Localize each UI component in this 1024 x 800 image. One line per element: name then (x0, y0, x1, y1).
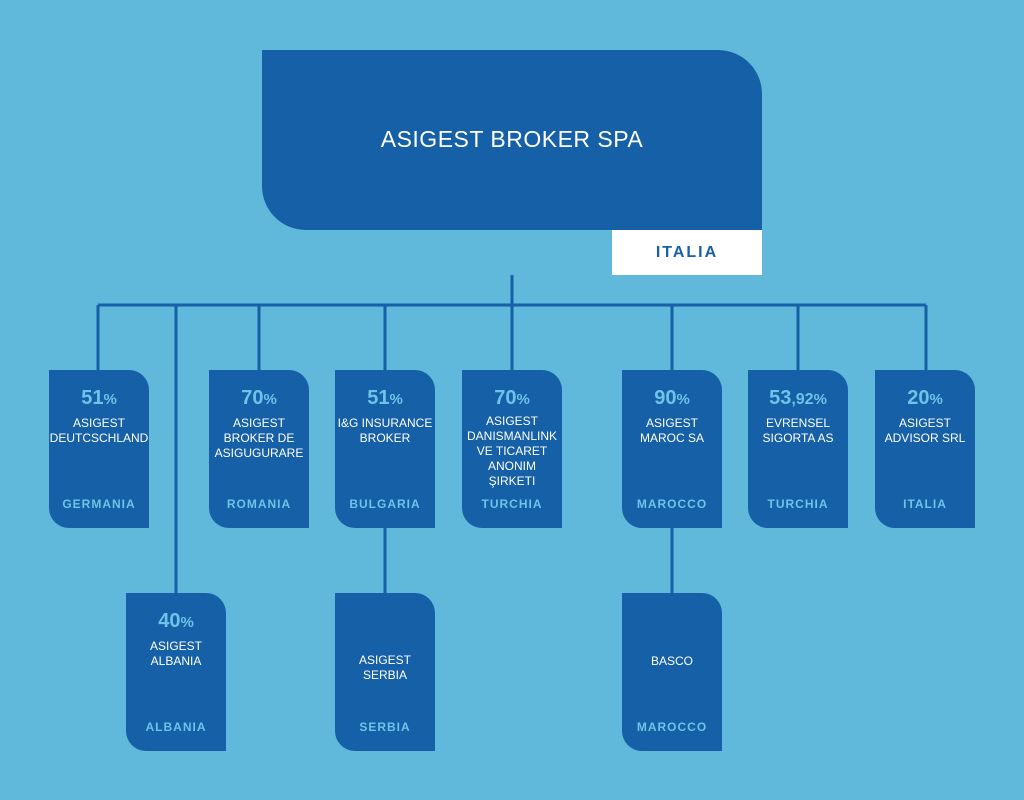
node-country: ROMANIA (226, 497, 292, 511)
node-country: TURCHIA (481, 497, 543, 511)
node-percent: 53,92% (769, 387, 827, 409)
node-name: BASCO (650, 654, 693, 668)
node-percent: 51% (367, 387, 403, 409)
node-country: GERMANIA (62, 497, 136, 511)
node-country: MAROCCO (636, 497, 708, 511)
root-node: ASIGEST BROKER SPA (262, 50, 762, 230)
root-country-label: ITALIA (612, 230, 762, 275)
node-percent: 70% (494, 387, 530, 409)
node-country: BULGARIA (349, 497, 421, 511)
node-percent: 20% (907, 387, 943, 409)
node-percent: 40% (158, 610, 194, 632)
node-country: MAROCCO (636, 720, 708, 734)
node-percent: 70% (241, 387, 277, 409)
node-country: SERBIA (359, 720, 411, 734)
node-country: TURCHIA (767, 497, 829, 511)
node-marocco-2: BASCO MAROCCO (622, 593, 722, 751)
node-country: ITALIA (903, 497, 947, 511)
node-country: ALBANIA (145, 720, 207, 734)
node-percent: 51% (81, 387, 117, 409)
root-title: ASIGEST BROKER SPA (380, 125, 644, 152)
node-percent: 90% (654, 387, 690, 409)
